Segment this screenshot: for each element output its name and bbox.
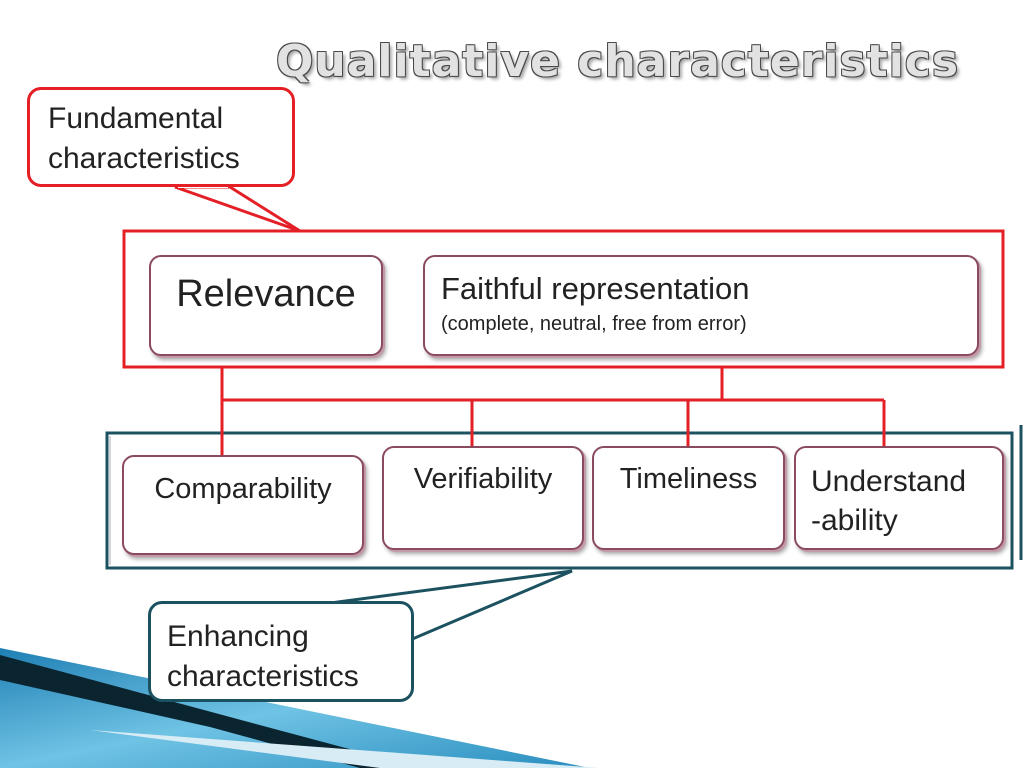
faithful-representation-label: Faithful representation [441, 271, 750, 306]
faithful-representation-node: Faithful representation (complete, neutr… [423, 255, 979, 356]
enhancing-callout-line-1: Enhancing [167, 620, 309, 653]
understandability-label-line-2: -ability [811, 504, 898, 537]
fundamental-callout-line-1: Fundamental [48, 102, 224, 135]
relevance-node: Relevance [149, 255, 383, 356]
fundamental-callout: Fundamental characteristics [27, 87, 295, 187]
relevance-label: Relevance [176, 273, 356, 315]
understandability-label-line-1: Understand [811, 465, 967, 498]
timeliness-node: Timeliness [592, 446, 785, 550]
slide-title: Qualitative characteristics [276, 36, 960, 87]
comparability-node: Comparability [122, 455, 364, 555]
understandability-node: Understand -ability [794, 446, 1004, 550]
faithful-representation-detail: (complete, neutral, free from error) [441, 313, 747, 335]
enhancing-callout: Enhancing characteristics [148, 601, 414, 702]
timeliness-label: Timeliness [619, 463, 758, 495]
comparability-label: Comparability [154, 473, 332, 505]
verifiability-label: Verifiability [413, 463, 553, 495]
verifiability-node: Verifiability [382, 446, 584, 550]
fundamental-callout-line-2: characteristics [48, 142, 240, 175]
enhancing-callout-line-2: characteristics [167, 660, 359, 693]
